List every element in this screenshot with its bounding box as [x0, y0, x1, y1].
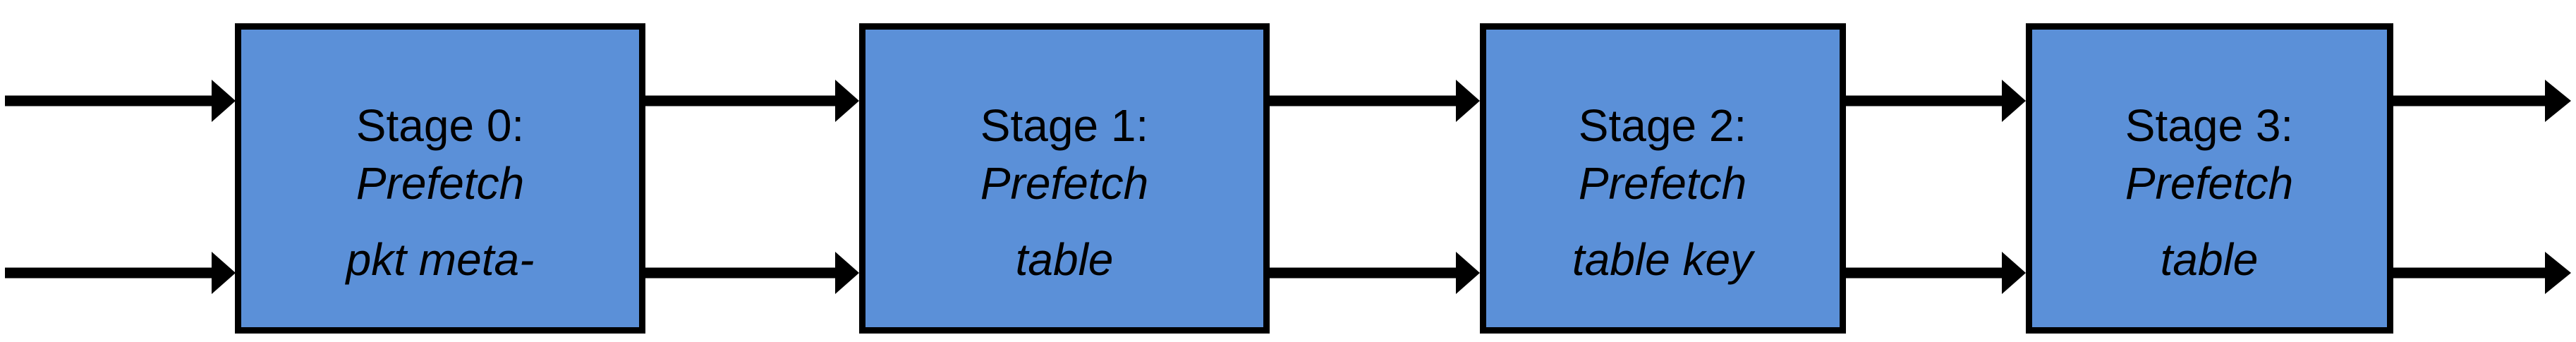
stage-1-rect[interactable] [859, 23, 1270, 334]
stage-0-title: Stage 0: [356, 100, 524, 151]
arrowhead-icon [835, 80, 859, 122]
stage-box-1[interactable]: Stage 1: Prefetch table [859, 23, 1270, 334]
connector-stage2-stage3-bottom [1846, 252, 2026, 294]
connector-stage1-stage2-top [1270, 80, 1480, 122]
stage-0-rect[interactable] [235, 23, 645, 334]
stage-box-0[interactable]: Stage 0: Prefetch pkt meta- [235, 23, 645, 334]
stage-3-subtitle-line-2: table [2161, 234, 2259, 285]
arrowhead-icon [2002, 252, 2026, 294]
connector-input-top [5, 80, 236, 122]
stage-1-subtitle-line-2: table [1016, 234, 1114, 285]
stage-0-subtitle-line-1: Prefetch [356, 158, 524, 209]
arrowhead-icon [1456, 80, 1480, 122]
stage-2-subtitle-line-2: table key [1572, 234, 1756, 285]
stage-3-rect[interactable] [2026, 23, 2393, 334]
connector-output-bottom [2393, 252, 2571, 294]
stage-1-subtitle-line-1: Prefetch [980, 158, 1148, 209]
arrowhead-icon [835, 252, 859, 294]
stage-2-subtitle-line-1: Prefetch [1579, 158, 1746, 209]
arrowhead-icon [1456, 252, 1480, 294]
arrowhead-icon [2545, 252, 2571, 294]
stage-0-subtitle-line-2: pkt meta- [345, 234, 535, 285]
arrowhead-icon [2545, 80, 2571, 122]
connector-output-top [2393, 80, 2571, 122]
stage-box-3[interactable]: Stage 3: Prefetch table [2026, 23, 2393, 334]
connector-stage0-stage1-bottom [645, 252, 859, 294]
connector-stage2-stage3-top [1846, 80, 2026, 122]
stage-box-2[interactable]: Stage 2: Prefetch table key [1480, 23, 1846, 334]
stage-2-title: Stage 2: [1579, 100, 1746, 151]
arrowhead-icon [212, 252, 236, 294]
arrowhead-icon [212, 80, 236, 122]
connector-input-bottom [5, 252, 236, 294]
arrowhead-icon [2002, 80, 2026, 122]
stage-1-title: Stage 1: [980, 100, 1148, 151]
stage-2-rect[interactable] [1480, 23, 1846, 334]
connector-stage0-stage1-top [645, 80, 859, 122]
stage-3-subtitle-line-1: Prefetch [2125, 158, 2293, 209]
stage-3-title: Stage 3: [2125, 100, 2293, 151]
connector-stage1-stage2-bottom [1270, 252, 1480, 294]
